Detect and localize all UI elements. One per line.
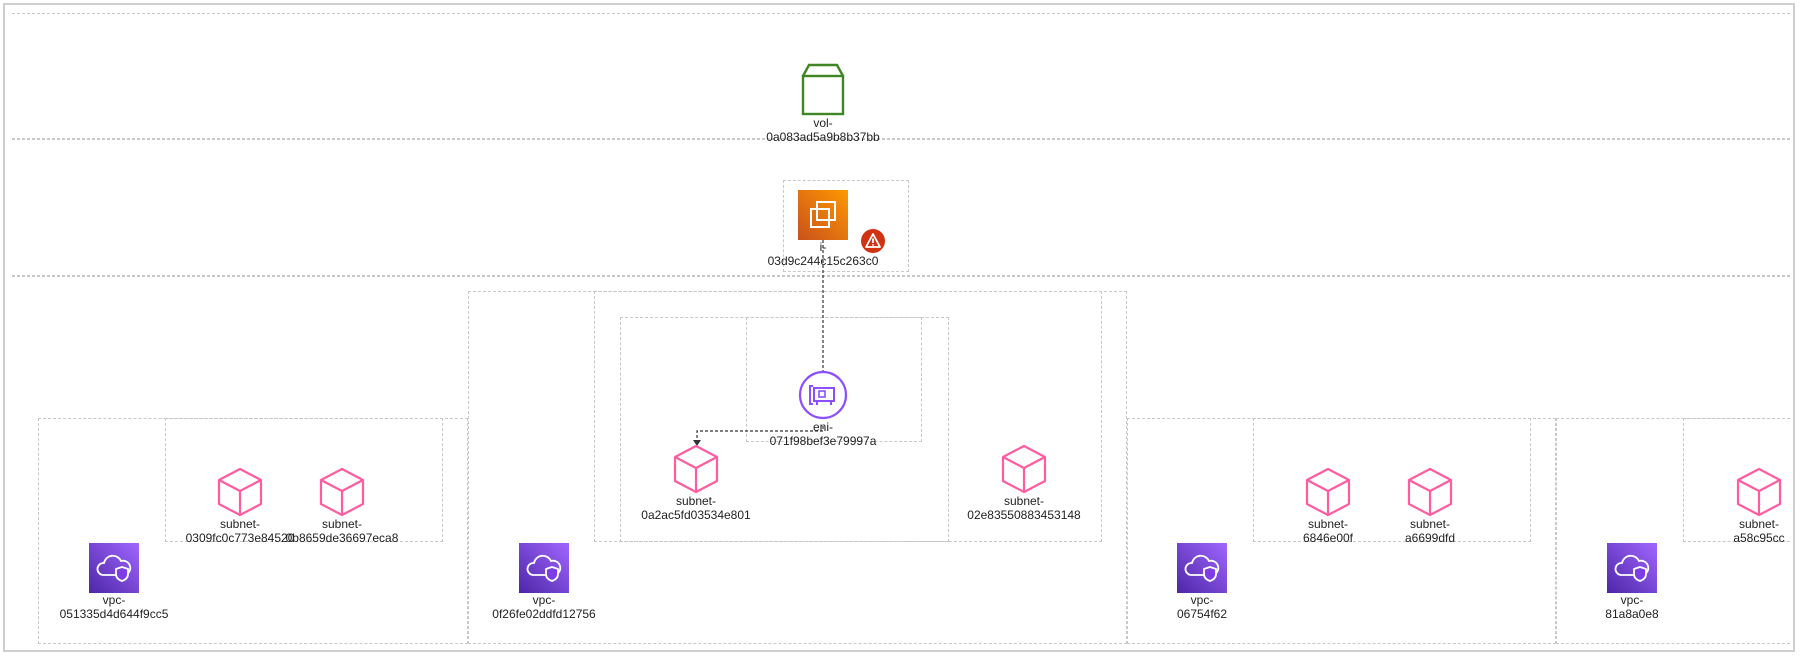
subnet-icon (1736, 467, 1782, 517)
network-layer-band (12, 276, 1790, 646)
vpc-label-id: 81a8a0e8 (1605, 607, 1659, 621)
instance-group (783, 180, 909, 272)
ec2-instance-icon (798, 190, 848, 240)
subnet-label-id: 0309fc0c773e84520 (185, 531, 295, 545)
subnet-icon (319, 467, 365, 517)
subnet-node[interactable]: subnet- 0309fc0c773e84520 (170, 467, 310, 545)
vpc-group-4 (1556, 418, 1790, 644)
subnet-label-id: a6699dfd (1404, 531, 1456, 545)
vpc-label-prefix: vpc- (102, 593, 126, 607)
vpc-label-prefix: vpc- (1190, 593, 1214, 607)
subnet-icon (217, 467, 263, 517)
vpc-label-prefix: vpc- (532, 593, 556, 607)
storage-volume-icon (801, 63, 845, 116)
subnet-label-id: 0a2ac5fd03534e801 (641, 508, 751, 522)
eni-group (746, 317, 922, 442)
subnet-icon (1407, 467, 1453, 517)
subnet-label-prefix: subnet- (1307, 517, 1349, 531)
vpc-icon (89, 543, 139, 593)
subnet-node[interactable]: subnet- 6846e00f (1258, 467, 1398, 545)
volume-label-id: 0a083ad5a9b8b37bb (766, 130, 880, 144)
subnet-icon (1001, 444, 1047, 494)
eni-node[interactable]: eni- 071f98bef3e79997a (753, 370, 893, 448)
vpc-label-id: 06754f62 (1176, 607, 1228, 621)
subnet-label-prefix: subnet- (1003, 494, 1045, 508)
vpc-label-id: 051335d4d644f9cc5 (59, 607, 169, 621)
volume-label-prefix: vol- (813, 116, 833, 130)
subnet-label-prefix: subnet- (1738, 517, 1780, 531)
eni-label-prefix: eni- (812, 420, 833, 434)
vpc-node[interactable]: vpc- 0f26fe02ddfd12756 (474, 543, 614, 621)
volume-node[interactable]: vol- 0a083ad5a9b8b37bb (753, 62, 893, 144)
subnet-icon (673, 444, 719, 494)
subnet-node[interactable]: subnet- a6699dfd (1360, 467, 1500, 545)
subnet-label-id: 6846e00f (1302, 531, 1354, 545)
subnet-label-id: a58c95cc (1733, 531, 1785, 545)
subnet-icon (1305, 467, 1351, 517)
warning-icon[interactable] (860, 228, 886, 254)
storage-layer-band (12, 13, 1790, 139)
subnet-label-id: 0b8659de36697eca8 (285, 531, 399, 545)
subnet-label-prefix: subnet- (675, 494, 717, 508)
subnet-group-1 (165, 418, 443, 542)
compute-layer-band (12, 139, 1790, 276)
subnet-group-4 (1683, 418, 1790, 542)
vpc-node[interactable]: vpc- 81a8a0e8 (1562, 543, 1702, 621)
instance-label-prefix: i- (819, 240, 827, 254)
diagram-frame (3, 3, 1795, 652)
vpc-label-prefix: vpc- (1620, 593, 1644, 607)
subnet-node[interactable]: subnet- 0b8659de36697eca8 (272, 467, 412, 545)
vpc-icon (1607, 543, 1657, 593)
vpc-label-id: 0f26fe02ddfd12756 (492, 607, 596, 621)
instance-label-id: 03d9c244c15c263c0 (767, 254, 879, 268)
subnet-node[interactable]: subnet- 02e83550883453148 (954, 444, 1094, 522)
vpc-icon (519, 543, 569, 593)
subnet-node[interactable]: subnet- 0a2ac5fd03534e801 (626, 444, 766, 522)
subnet-label-prefix: subnet- (1409, 517, 1451, 531)
vpc-icon (1177, 543, 1227, 593)
subnet-label-id: 02e83550883453148 (967, 508, 1081, 522)
subnet-label-prefix: subnet- (219, 517, 261, 531)
network-interface-icon (798, 370, 848, 420)
vpc-node[interactable]: vpc- 051335d4d644f9cc5 (44, 543, 184, 621)
instance-node[interactable]: i- 03d9c244c15c263c0 (753, 190, 893, 268)
vpc-node[interactable]: vpc- 06754f62 (1132, 543, 1272, 621)
subnet-label-prefix: subnet- (321, 517, 363, 531)
subnet-node[interactable]: subnet- a58c95cc (1690, 467, 1800, 545)
eni-label-id: 071f98bef3e79997a (769, 434, 877, 448)
subnet-group-3 (1253, 418, 1531, 542)
